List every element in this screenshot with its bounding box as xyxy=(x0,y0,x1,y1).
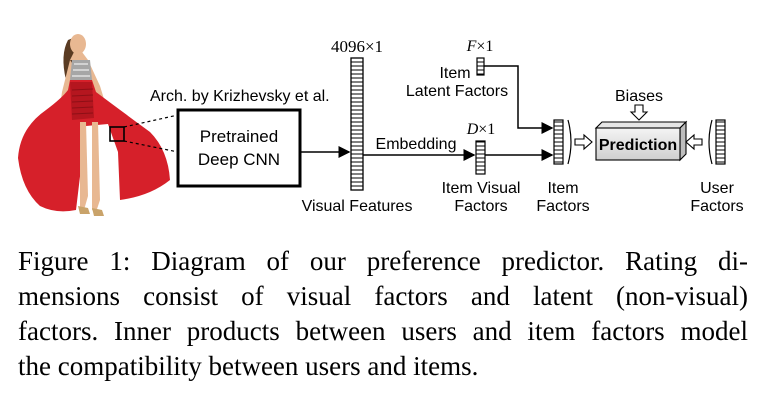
item-visual-label-line2: Factors xyxy=(454,198,507,215)
cnn-label-line2: Deep CNN xyxy=(198,150,280,169)
item-factors-label-line2: Factors xyxy=(536,198,589,215)
diagram-canvas: Pretrained Deep CNN Arch. by Krizhevsky … xyxy=(18,34,744,216)
dim-f-label: F×1 xyxy=(466,38,494,55)
biases-label: Biases xyxy=(615,88,663,105)
user-factors-label-line1: User xyxy=(700,180,734,197)
arch-label: Arch. by Krizhevsky et al. xyxy=(150,88,330,105)
item-latent-label-line2: Latent Factors xyxy=(406,83,508,100)
cnn-label-line1: Pretrained xyxy=(200,127,278,146)
user-factors-brace xyxy=(708,119,713,165)
dim-4096-label: 4096×1 xyxy=(331,37,383,56)
prediction-label: Prediction xyxy=(599,137,677,154)
item-factors-label-line1: Item xyxy=(547,180,578,197)
biases-arrow xyxy=(629,104,649,121)
item-visual-factors-vector xyxy=(475,140,486,175)
item-factors-brace xyxy=(567,119,572,165)
item-latent-label-line1: Item xyxy=(439,65,470,82)
embedding-label: Embedding xyxy=(376,136,457,153)
item-to-prediction-arrow xyxy=(574,133,593,151)
item-visual-label-line1: Item Visual xyxy=(442,180,521,197)
figure-caption: Figure 1: Diagram of our preference pred… xyxy=(18,244,748,384)
crop-box xyxy=(109,126,125,142)
caption-line-4: the compatibility between users and item… xyxy=(18,351,479,381)
cnn-box xyxy=(176,108,302,188)
item-latent-factors-vector xyxy=(476,57,485,76)
visual-features-label: Visual Features xyxy=(302,198,413,215)
dress-photo xyxy=(18,34,170,216)
latent-to-item-factors-arrow xyxy=(484,65,554,134)
visual-features-vector xyxy=(350,57,364,191)
caption-line-3: factors. Inner products between users an… xyxy=(18,316,748,346)
item-factors-vector xyxy=(553,119,564,165)
user-factors-vector xyxy=(715,119,726,165)
caption-line-1: Figure 1: Diagram of our preference pred… xyxy=(18,246,748,276)
prediction-box xyxy=(594,120,688,162)
user-to-prediction-arrow xyxy=(685,133,703,151)
dim-d-label: D×1 xyxy=(466,121,496,138)
user-factors-label-line2: Factors xyxy=(690,198,743,215)
caption-line-2: mensions consist of visual factors and l… xyxy=(18,281,748,311)
preference-predictor-diagram: Pretrained Deep CNN Arch. by Krizhevsky … xyxy=(18,34,744,216)
